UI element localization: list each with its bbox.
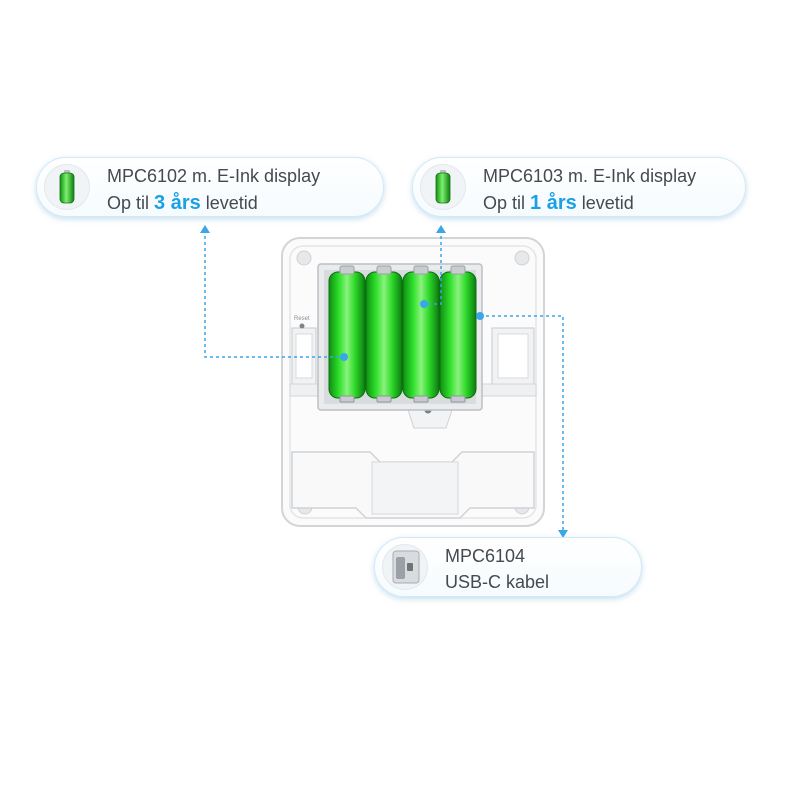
reset-label: Reset: [294, 316, 310, 322]
usb-c-connector-icon: [382, 544, 428, 590]
battery-cell: [439, 265, 477, 399]
connector-dot: [420, 300, 428, 308]
battery-icon: [44, 164, 90, 210]
connector-dot: [476, 312, 484, 320]
arrow-up-icon: [436, 225, 446, 233]
callout-mpc6104: MPC6104 USB-C kabel: [374, 537, 642, 597]
arrow-up-icon: [200, 225, 210, 233]
callout-mpc6103: MPC6103 m. E-Ink display Op til 1 års le…: [412, 157, 746, 217]
connector-line-b: [424, 230, 442, 305]
lifetime-highlight: 3 års: [154, 192, 201, 214]
callout-subtitle: Op til 3 års levetid: [107, 192, 258, 214]
battery-cell: [402, 265, 440, 399]
connector-line-a: [204, 230, 344, 358]
battery-cell: [365, 265, 403, 399]
connector-dot: [340, 353, 348, 361]
callout-subtitle: USB-C kabel: [445, 572, 550, 592]
callout-title: MPC6103 m. E-Ink display: [483, 166, 697, 186]
callout-title: MPC6102 m. E-Ink display: [107, 166, 321, 186]
battery-contacts: [339, 395, 466, 403]
arrow-down-icon: [558, 530, 568, 538]
battery-cell: [328, 265, 366, 399]
callout-title: MPC6104: [445, 546, 526, 566]
callout-subtitle: Op til 1 års levetid: [483, 192, 634, 214]
callout-mpc6102: MPC6102 m. E-Ink display Op til 3 års le…: [36, 157, 384, 217]
lifetime-highlight: 1 års: [530, 192, 577, 214]
battery-icon: [420, 164, 466, 210]
